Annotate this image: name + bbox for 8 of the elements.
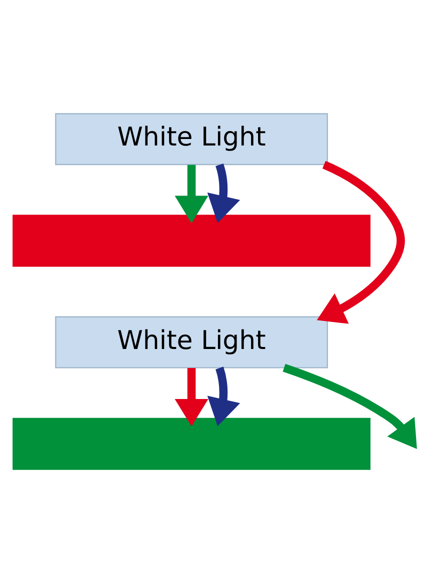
- node-box: White Light: [55, 316, 328, 368]
- node-bar: [12, 214, 370, 267]
- arrow: [282, 364, 417, 449]
- node-box: White Light: [55, 113, 328, 166]
- arrow: [316, 160, 405, 324]
- arrow: [174, 368, 208, 426]
- node-bar: [12, 418, 370, 470]
- arrow: [174, 164, 208, 224]
